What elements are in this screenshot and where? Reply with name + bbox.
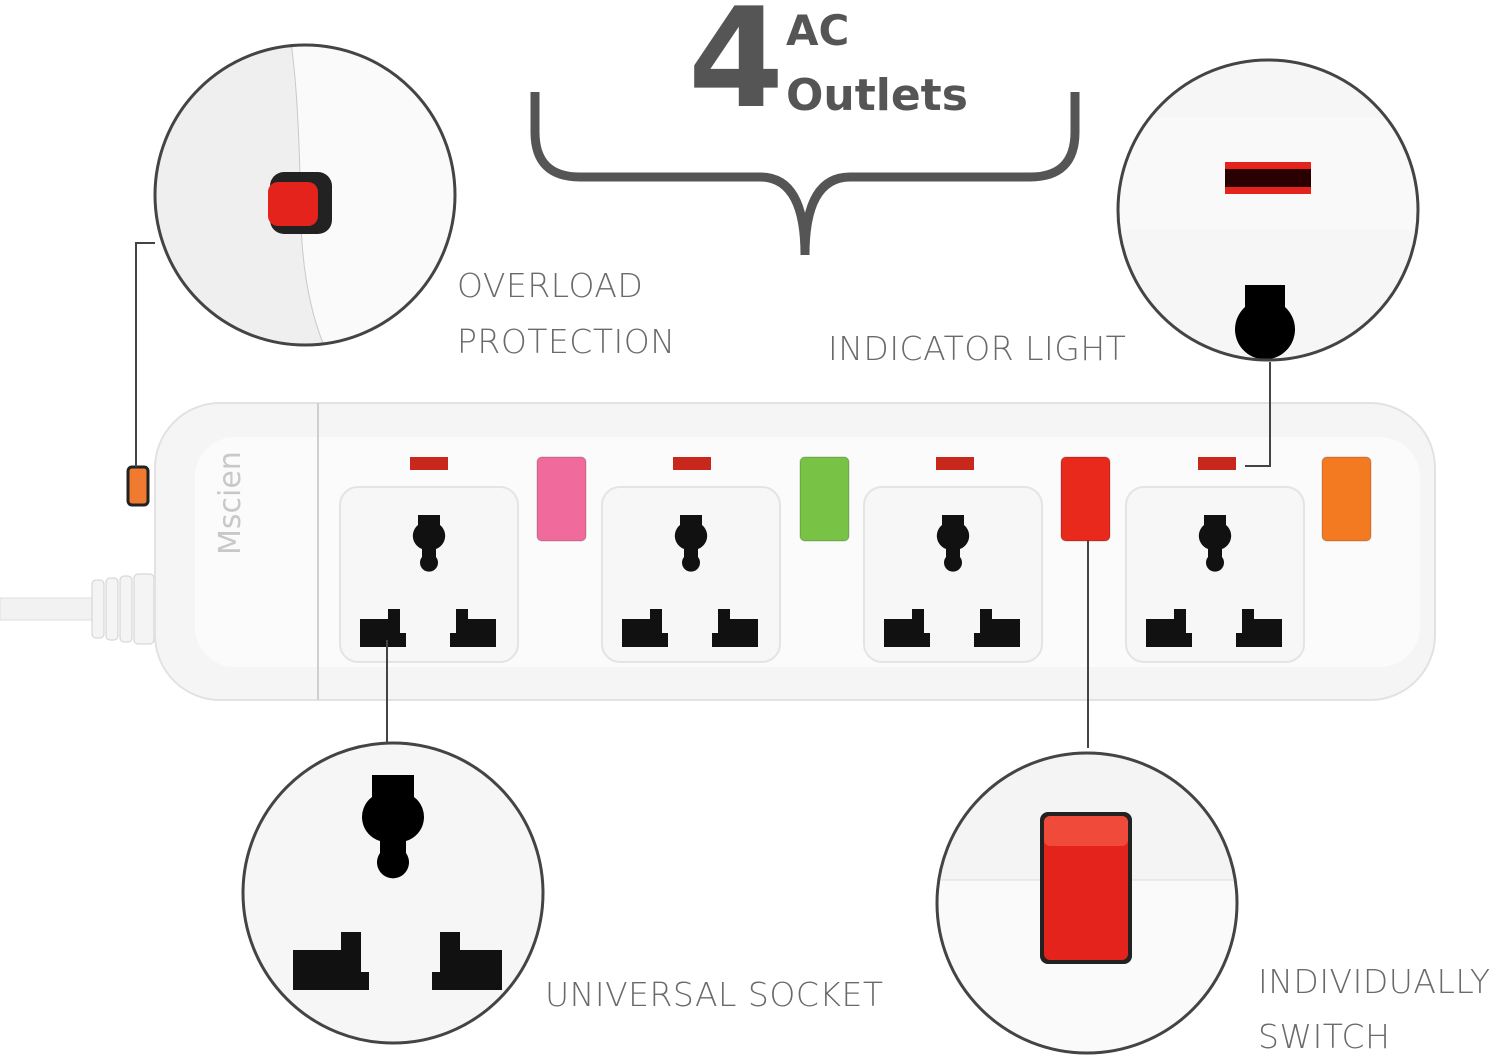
- outlet-switch-3: [1060, 456, 1111, 542]
- switch-label-2: SWITCH: [1258, 1017, 1391, 1056]
- power-cord: [0, 573, 155, 645]
- switch-label-1: INDIVIDUALLY: [1258, 962, 1491, 1001]
- outlet-2: [601, 486, 781, 663]
- overload-zoom-circle: [153, 43, 457, 347]
- switch-zoom-circle: [935, 751, 1239, 1055]
- indicator-zoom-circle: [1116, 58, 1420, 362]
- headline-ac: AC: [786, 6, 850, 55]
- outlet-3: [863, 486, 1043, 663]
- socket-zoom-circle: [241, 741, 545, 1045]
- overload-label-2: PROTECTION: [457, 322, 676, 361]
- outlet-count: 4: [688, 0, 785, 139]
- outlet-switch-4: [1321, 456, 1372, 542]
- indicator-lights: [410, 457, 1236, 470]
- overload-button: [126, 465, 150, 507]
- socket-label: UNIVERSAL SOCKET: [545, 975, 884, 1014]
- brace: [530, 92, 1080, 256]
- outlet-switch-2: [799, 456, 850, 542]
- indicator-label: INDICATOR LIGHT: [828, 329, 1127, 368]
- outlet-4: [1125, 486, 1305, 663]
- outlet-switch-1: [536, 456, 587, 542]
- brand-logo: Mscien: [213, 451, 248, 555]
- overload-label-1: OVERLOAD: [457, 266, 644, 305]
- outlet-switches: [536, 456, 1372, 542]
- leader-lines: [135, 242, 1271, 748]
- headline-outlets: Outlets: [786, 70, 968, 121]
- outlet-1: [339, 486, 519, 663]
